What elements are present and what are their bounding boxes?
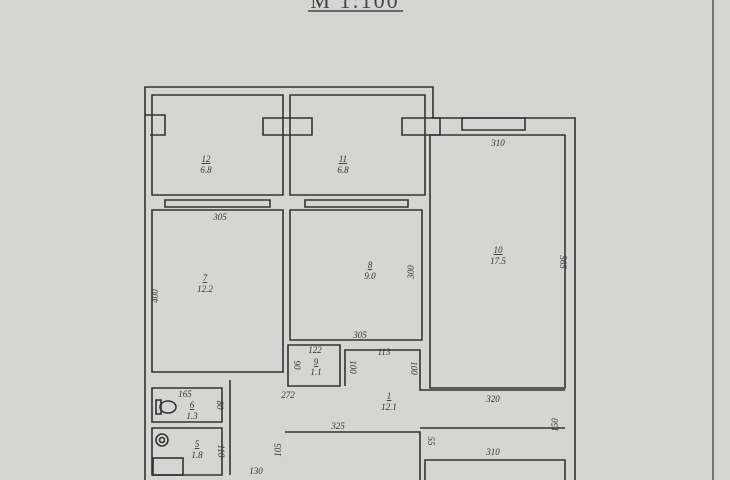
- room-number: 9: [314, 357, 319, 367]
- room-number: 11: [339, 154, 347, 164]
- toilet-icon: [155, 399, 177, 415]
- dimension-label: 565: [558, 255, 568, 269]
- room-area: 6.8: [337, 165, 349, 175]
- room-number: 10: [494, 245, 504, 255]
- room-area: 12.2: [197, 284, 213, 294]
- room-number: 5: [195, 439, 200, 449]
- dimension-label: 110: [216, 445, 226, 458]
- dimension-label: 80: [215, 401, 225, 411]
- sink-icon: [155, 433, 169, 447]
- dimension-label: 272: [281, 390, 295, 400]
- room-area: 12.1: [381, 402, 397, 412]
- room-area: 1.8: [191, 450, 203, 460]
- dimension-label: 165: [178, 389, 192, 399]
- dimension-label: 300: [406, 265, 416, 280]
- room-area: 9.0: [364, 271, 376, 281]
- dimension-label: 150: [550, 418, 560, 432]
- dimension-label: 310: [490, 138, 505, 148]
- dimension-label: 90: [292, 361, 302, 371]
- dimension-label: 305: [212, 212, 227, 222]
- room-number: 12: [202, 154, 212, 164]
- room-area: 1.1: [310, 367, 321, 377]
- dimension-label: 105: [273, 443, 283, 457]
- dimension-label: 130: [249, 466, 263, 476]
- dimension-label: 100: [348, 360, 358, 374]
- scale-title: М 1:100: [310, 0, 399, 13]
- dimension-label: 55: [426, 437, 436, 447]
- room-area: 1.3: [186, 411, 198, 421]
- room-number: 7: [203, 273, 208, 283]
- room-number: 6: [190, 400, 195, 410]
- dimension-label: 100: [409, 361, 419, 375]
- dimension-label: 305: [352, 330, 367, 340]
- dimension-label: 325: [330, 421, 345, 431]
- dimension-label: 400: [150, 289, 160, 303]
- dimension-label: 113: [378, 347, 391, 357]
- room-labels: 12 6.8 11 6.8 10 17.5 7 12.2 8 9.0 9 1.1…: [186, 154, 506, 460]
- fixtures: [152, 399, 184, 476]
- dimension-labels: 310 305 565 400 300 305 122 90 113 100 1…: [150, 138, 568, 476]
- dimension-label: 122: [308, 345, 322, 355]
- walls: [144, 86, 576, 480]
- room-number: 1: [387, 391, 392, 401]
- room-area: 17.5: [490, 256, 506, 266]
- room-area: 6.8: [200, 165, 212, 175]
- bathtub-icon: [152, 457, 184, 476]
- room-number: 8: [368, 260, 373, 270]
- dimension-label: 310: [485, 447, 500, 457]
- dimension-label: 320: [485, 394, 500, 404]
